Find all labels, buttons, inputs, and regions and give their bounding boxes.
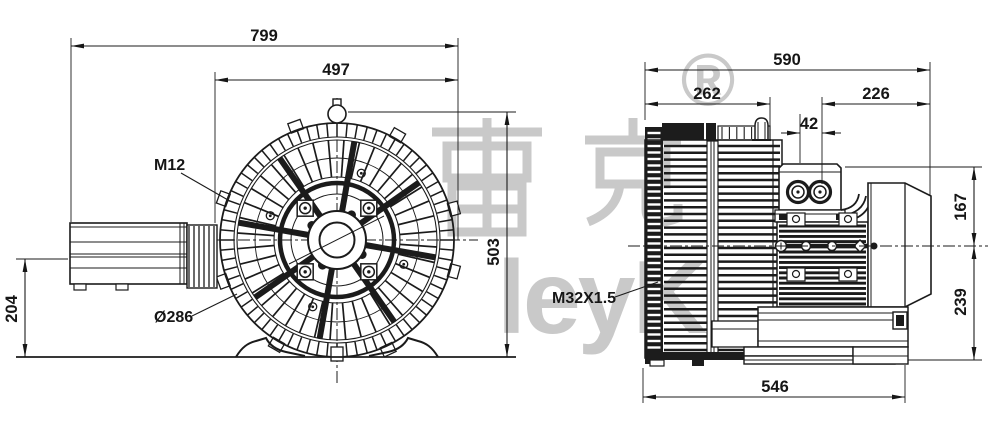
conduit-bend (840, 193, 860, 211)
svg-text:503: 503 (485, 238, 503, 266)
svg-text:204: 204 (3, 294, 21, 322)
label-cable-gland-thread: M32X1.5 (552, 281, 659, 307)
svg-text:M32X1.5: M32X1.5 (552, 290, 616, 307)
dimensions: 799 497 503 204 M12 Ø286 (3, 27, 982, 403)
svg-text:590: 590 (773, 51, 801, 69)
watermark: ® leyK (432, 39, 736, 356)
dim-side-base-length: 546 (642, 365, 906, 403)
dim-front-housing-width: 497 (214, 61, 458, 223)
svg-text:497: 497 (322, 61, 350, 79)
label-flange-thread: M12 (154, 157, 229, 201)
svg-text:262: 262 (693, 85, 721, 103)
impeller-wheel (215, 98, 462, 358)
dim-front-inlet-axis-height: 204 (3, 258, 68, 357)
watermark-chinese (432, 118, 683, 237)
dim-side-height-above-axis: 167 (845, 166, 982, 246)
dim-front-total-height: 503 (348, 111, 516, 358)
svg-text:167: 167 (952, 193, 970, 221)
svg-text:226: 226 (862, 85, 890, 103)
svg-text:799: 799 (250, 27, 278, 45)
inlet-silencer (69, 222, 218, 291)
svg-text:M12: M12 (154, 157, 185, 174)
dim-side-axis-to-base-height: 239 (908, 246, 982, 361)
svg-text:239: 239 (952, 288, 970, 316)
svg-text:Ø286: Ø286 (154, 309, 193, 326)
top-cap-fitting (327, 98, 347, 124)
dim-side-housing-length: 262 (645, 85, 771, 138)
dim-side-overall-length: 590 (644, 51, 931, 196)
cable-gland (785, 179, 811, 205)
registered-mark: ® (681, 39, 736, 122)
svg-text:546: 546 (761, 378, 789, 396)
top-port-fitting (754, 117, 769, 140)
motor-body (774, 212, 870, 308)
fan-end-cover (867, 182, 932, 308)
side-view (628, 117, 988, 367)
front-view (16, 98, 516, 385)
dim-front-overall-width: 799 (70, 27, 459, 240)
svg-text:42: 42 (800, 115, 818, 133)
base-frame (711, 306, 909, 365)
dim-side-motor-length: 226 (821, 85, 930, 184)
pipe-clamp (186, 224, 218, 289)
dim-side-gland-pitch: 42 (781, 114, 841, 163)
label-impeller-diameter: Ø286 (154, 293, 238, 326)
terminal-box (774, 163, 872, 223)
cable-gland (807, 179, 833, 205)
